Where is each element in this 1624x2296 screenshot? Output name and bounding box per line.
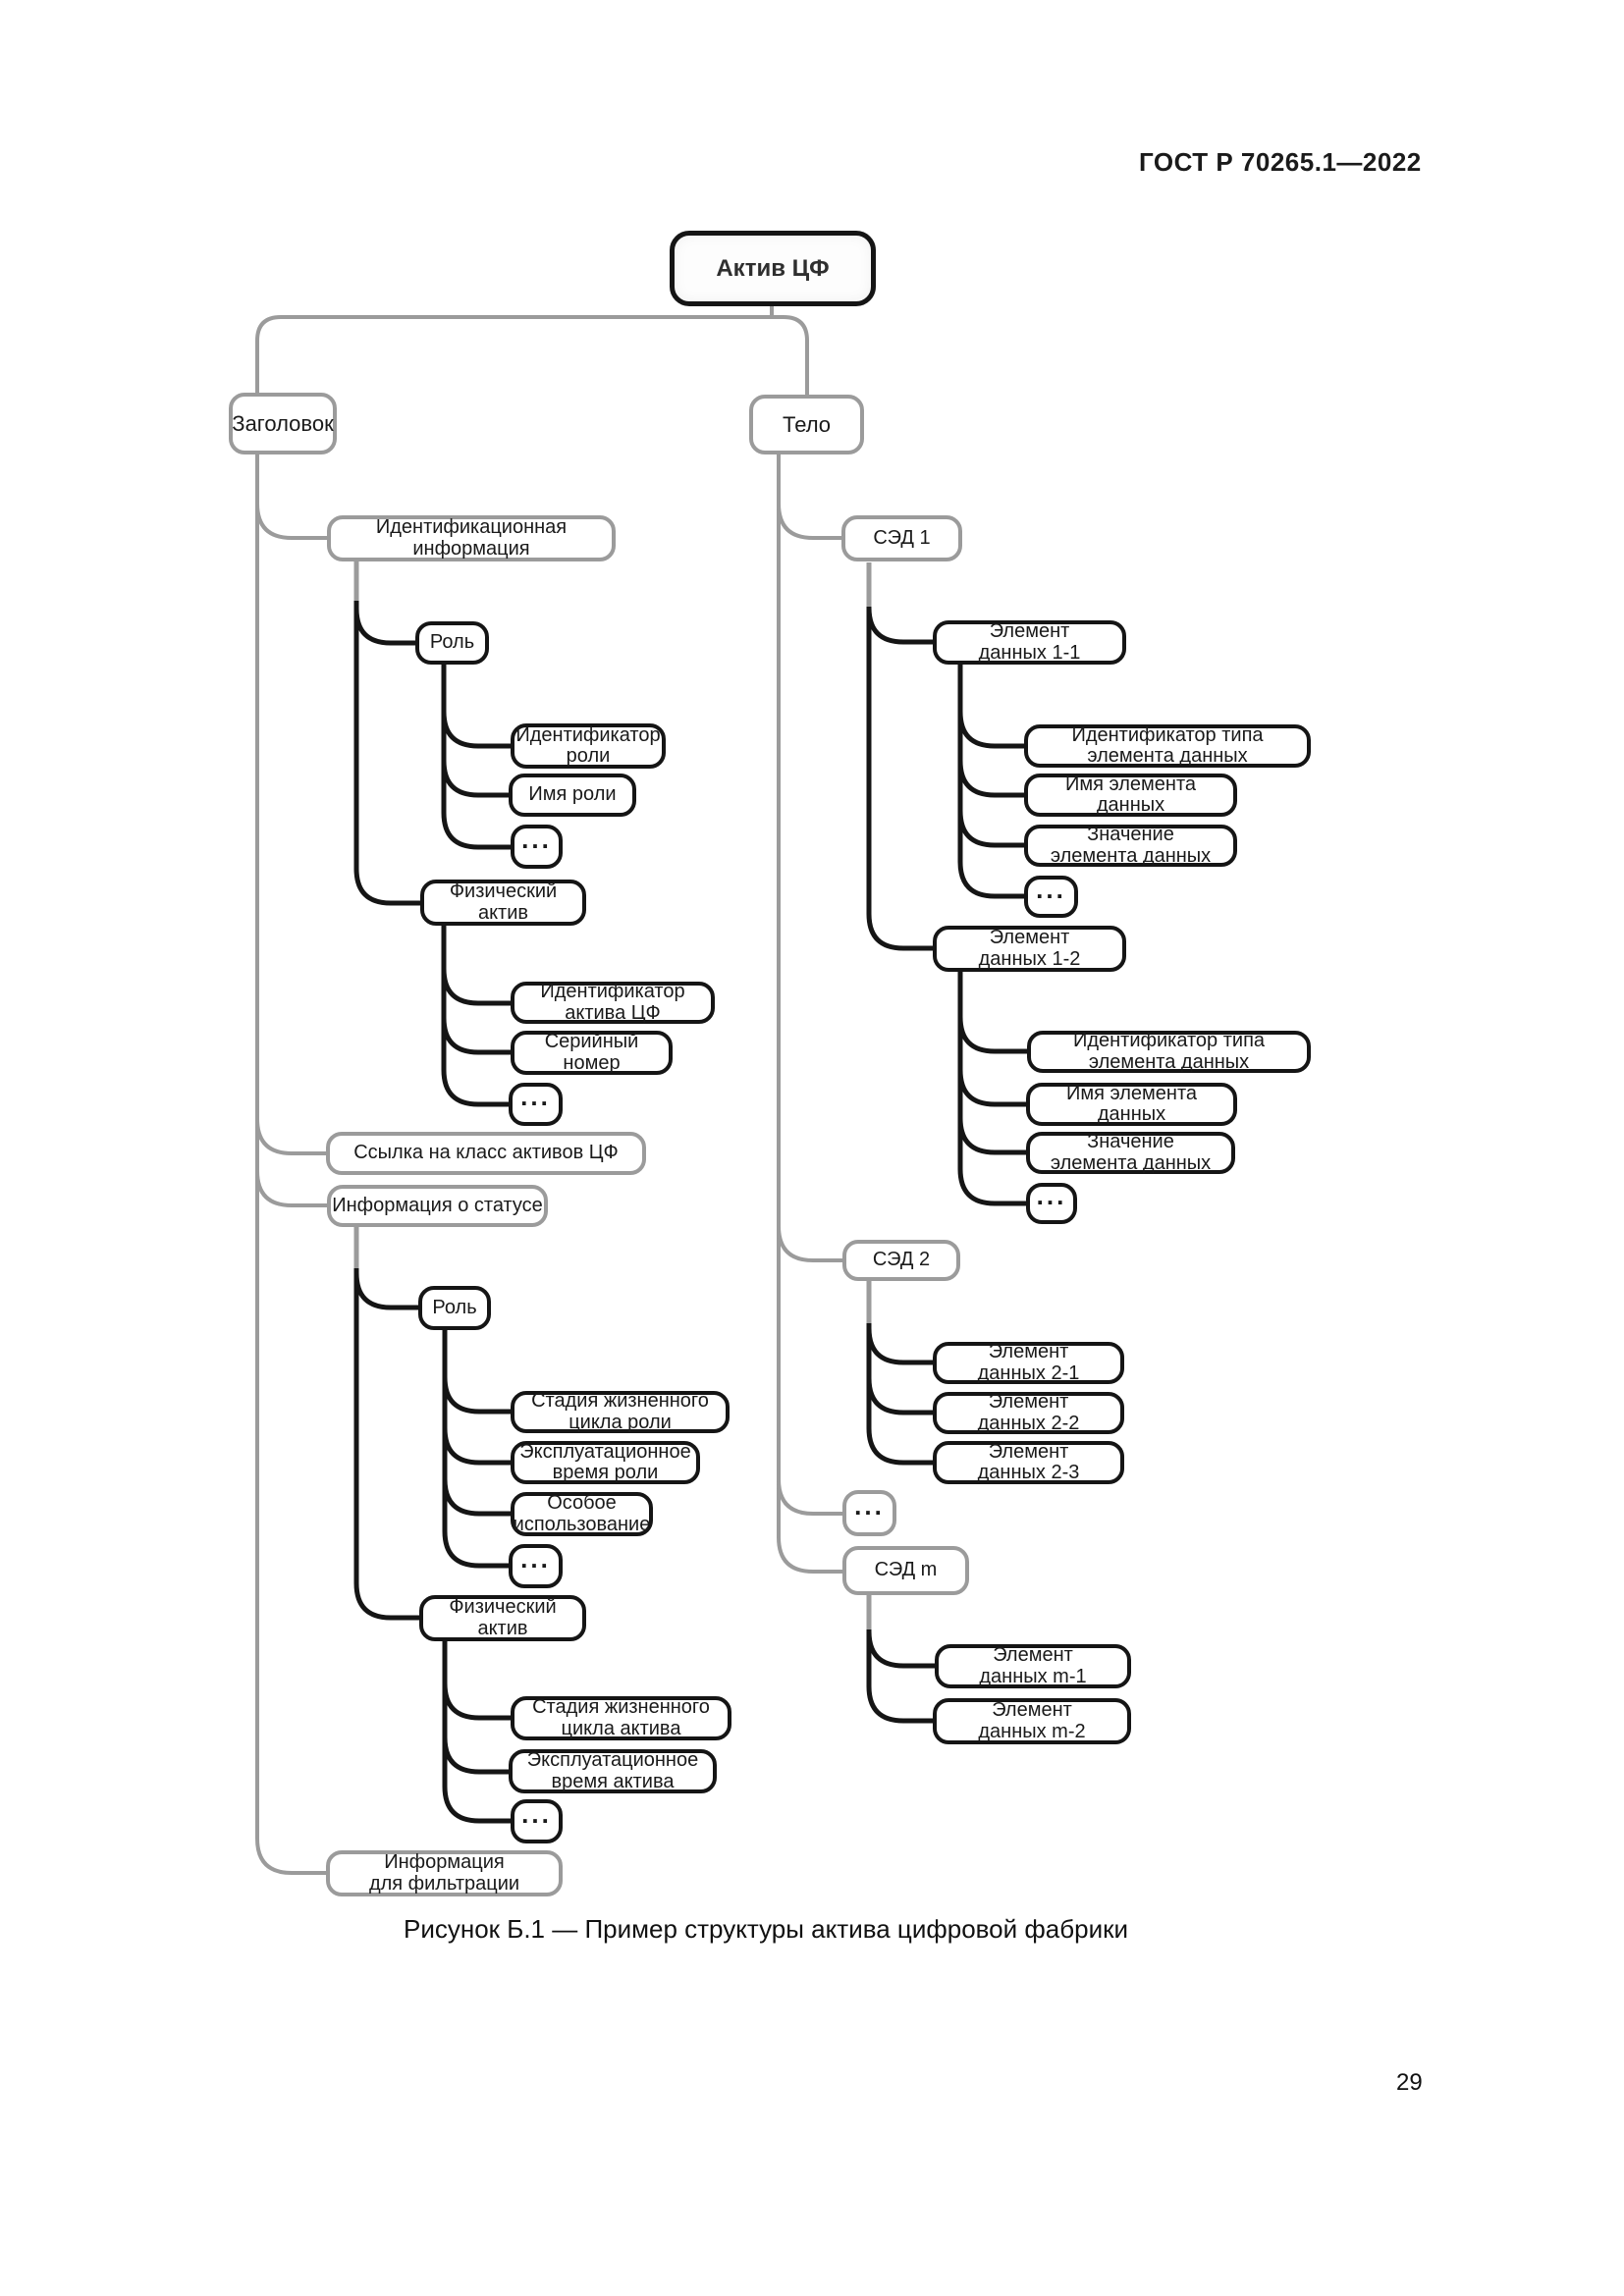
node-ellipsis-7: ... [842, 1490, 896, 1536]
node-ellipsis-5: ... [1024, 876, 1078, 918]
node-expl-aktiva: Эксплуатационное время актива [509, 1749, 717, 1793]
node-imya-el-2: Имя элемента данных [1026, 1083, 1237, 1126]
node-ellipsis-6: ... [1026, 1181, 1077, 1224]
node-fiz-aktiv-1: Физический актив [420, 880, 586, 926]
ellipsis-label: ... [1036, 874, 1066, 904]
ellipsis-label: ... [520, 1082, 551, 1112]
node-znach-el-2: Значение элемента данных [1026, 1131, 1235, 1174]
ellipsis-label: ... [854, 1490, 885, 1521]
node-stadiya-roli: Стадия жизненного цикла роли [511, 1390, 730, 1433]
node-ellipsis-1: ... [511, 825, 563, 869]
node-stadiya-aktiva: Стадия жизненного цикла актива [511, 1696, 731, 1740]
ellipsis-label: ... [520, 1543, 551, 1574]
node-info-status: Информация о статусе [327, 1185, 548, 1227]
node-sed-m: СЭД m [842, 1546, 969, 1595]
node-el-m-1: Элемент данных m-1 [935, 1644, 1131, 1688]
node-fiz-aktiv-2: Физический актив [419, 1595, 586, 1641]
node-el-1-1: Элемент данных 1-1 [933, 620, 1126, 665]
node-el-2-2: Элемент данных 2-2 [933, 1391, 1124, 1434]
node-rol-2: Роль [418, 1286, 491, 1330]
node-info-filtr: Информация для фильтрации [326, 1850, 563, 1896]
figure-caption: Рисунок Б.1 — Пример структуры актива ци… [403, 1914, 1129, 1944]
ellipsis-label: ... [521, 824, 552, 854]
node-id-tipa-2: Идентификатор типа элемента данных [1027, 1030, 1311, 1073]
node-ellipsis-3: ... [509, 1544, 563, 1588]
node-id-aktiva: Идентификатор актива ЦФ [511, 981, 715, 1024]
node-sed-2: СЭД 2 [842, 1240, 960, 1281]
node-el-2-1: Элемент данных 2-1 [933, 1341, 1124, 1384]
node-id-info: Идентификационная информация [327, 515, 616, 561]
node-imya-roli: Имя роли [509, 774, 636, 817]
node-osoboe: Особое использование [511, 1492, 653, 1536]
node-imya-el-1: Имя элемента данных [1024, 774, 1237, 817]
node-znach-el-1: Значение элемента данных [1024, 824, 1237, 867]
node-zagolovok: Заголовок [229, 393, 337, 454]
ellipsis-label: ... [1036, 1181, 1067, 1211]
node-el-m-2: Элемент данных m-2 [933, 1698, 1131, 1744]
document-header: ГОСТ Р 70265.1—2022 [1139, 147, 1422, 177]
node-ellipsis-2: ... [509, 1083, 563, 1126]
node-telo: Тело [749, 395, 864, 454]
node-id-tipa-1: Идентификатор типа элемента данных [1024, 724, 1311, 768]
node-aktiv-cf: Актив ЦФ [670, 231, 876, 306]
node-ellipsis-4: ... [511, 1799, 563, 1843]
node-rol-1: Роль [415, 621, 489, 665]
ellipsis-label: ... [521, 1798, 552, 1829]
node-ssylka: Ссылка на класс активов ЦФ [326, 1132, 646, 1175]
node-sed-1: СЭД 1 [841, 515, 962, 561]
node-el-2-3: Элемент данных 2-3 [933, 1441, 1124, 1484]
page-number: 29 [1396, 2069, 1423, 2096]
node-expl-roli: Эксплуатационное время роли [511, 1441, 700, 1484]
node-ser-nomer: Серийный номер [511, 1031, 673, 1075]
node-el-1-2: Элемент данных 1-2 [933, 926, 1126, 972]
node-id-roli: Идентификатор роли [511, 723, 666, 769]
